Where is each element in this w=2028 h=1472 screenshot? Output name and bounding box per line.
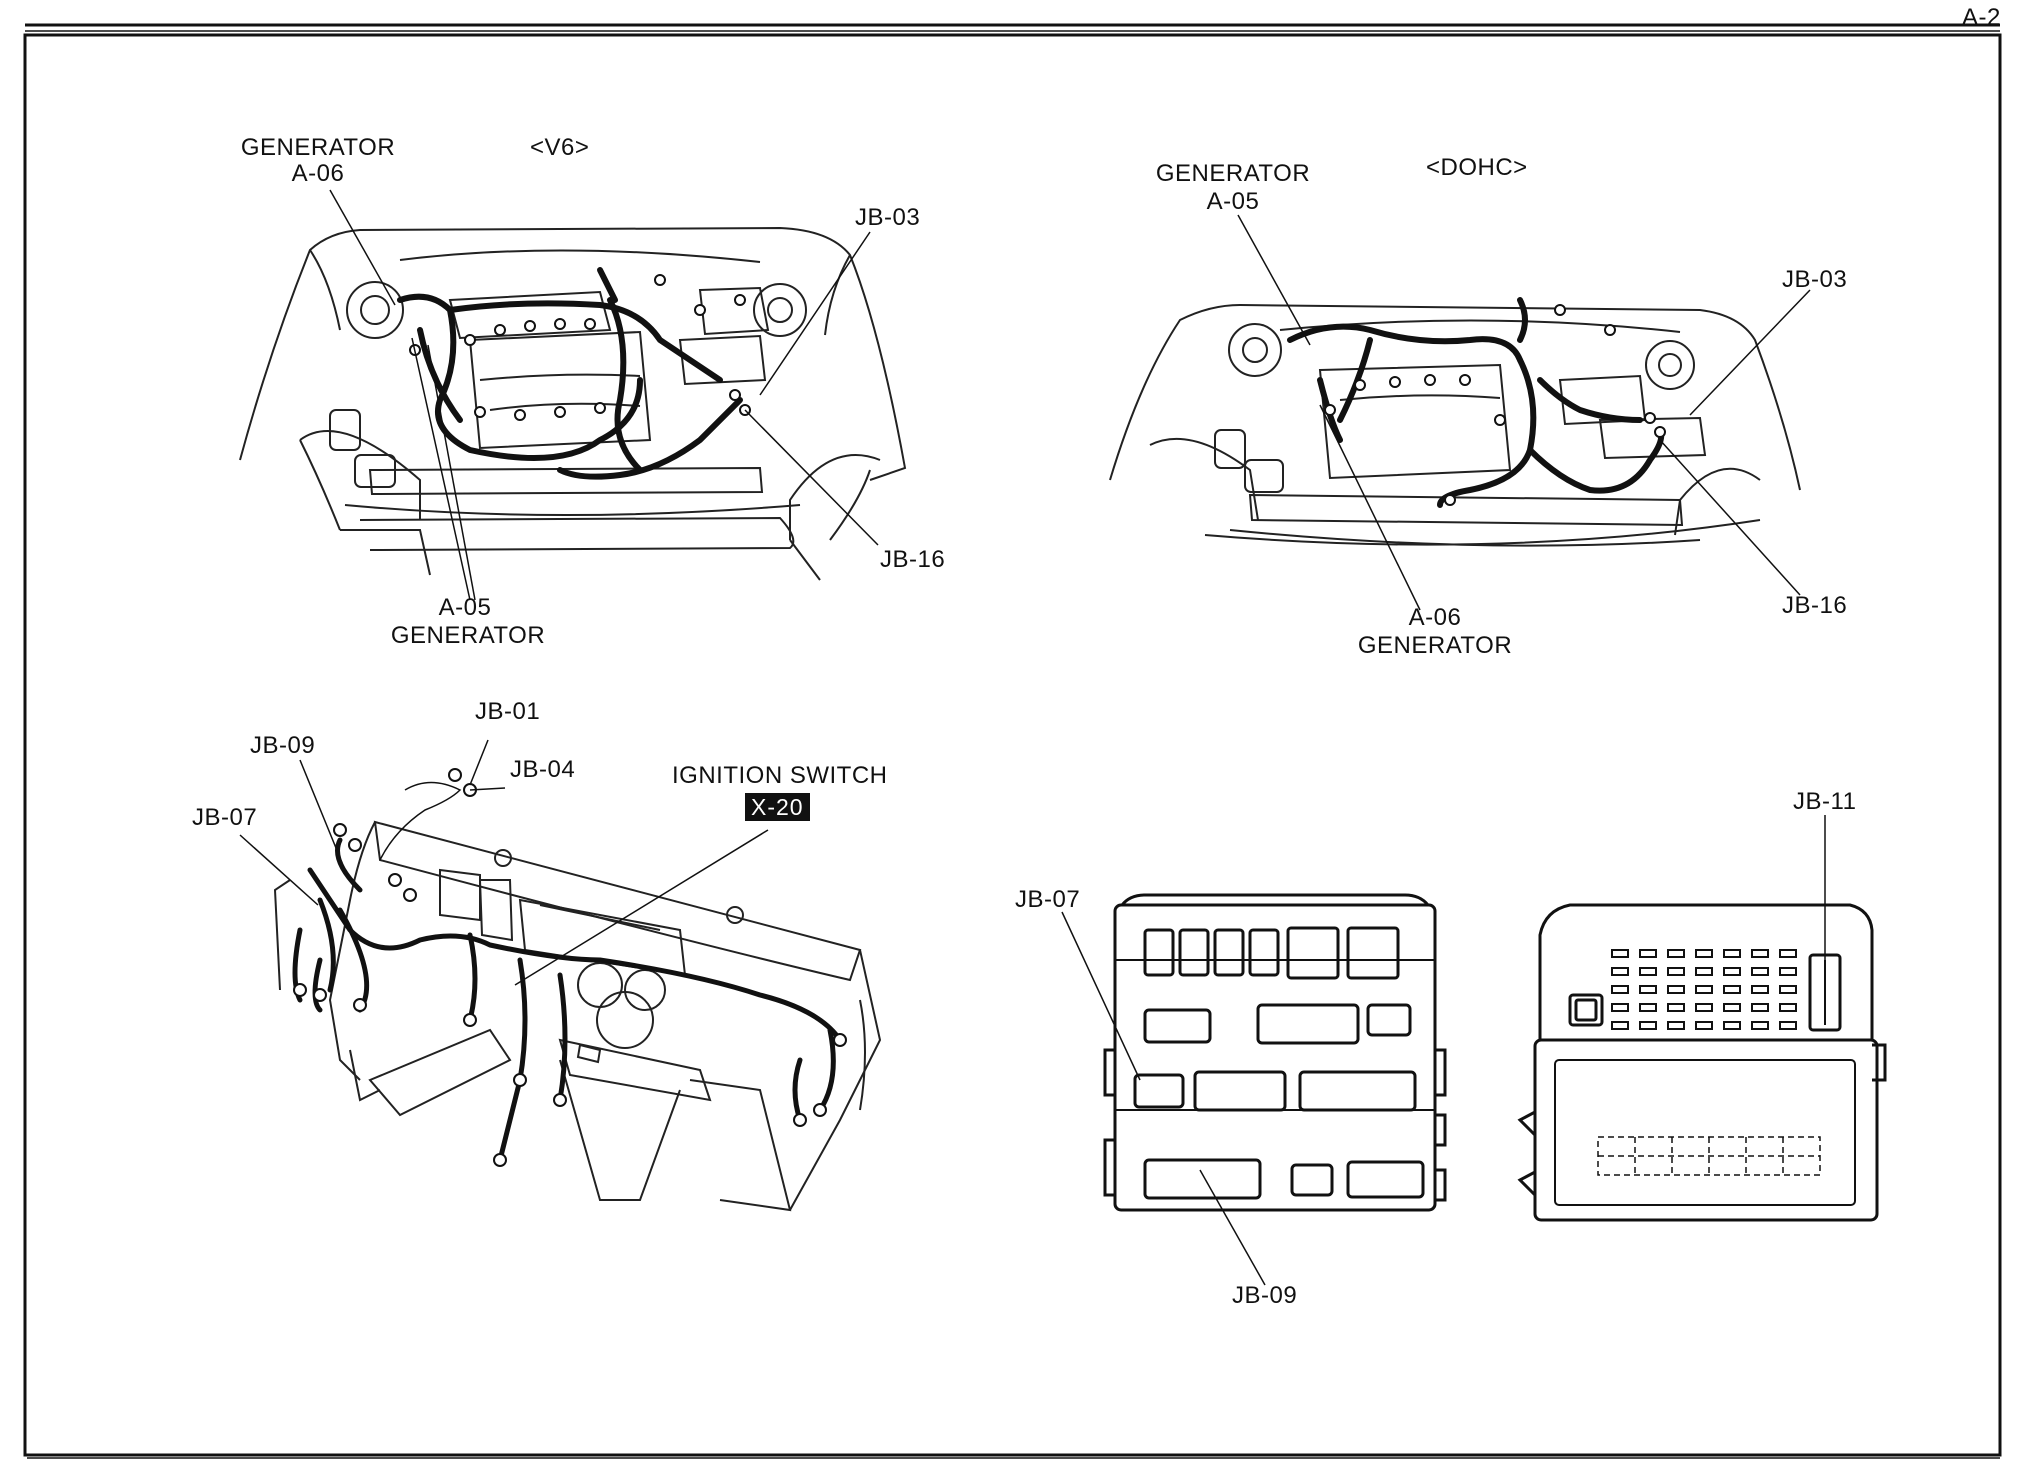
box-a-jb07-label: JB-07 <box>1015 886 1081 913</box>
junction-box-a-illustration <box>1103 893 1447 1212</box>
dash-jb01-label: JB-01 <box>475 698 541 725</box>
v6-engine-bay-illustration <box>239 226 907 581</box>
box-a-jb09-label: JB-09 <box>1232 1282 1298 1309</box>
v6-generator-a05-title: GENERATOR <box>390 622 546 649</box>
dohc-generator-a05-code: A-05 <box>1206 188 1260 215</box>
dohc-variant-label: <DOHC> <box>1426 154 1528 181</box>
ignition-switch-label: IGNITION SWITCH <box>672 762 888 789</box>
dash-jb04-label: JB-04 <box>510 756 576 783</box>
junction-box-b-illustration <box>1517 903 1887 1222</box>
v6-variant-label: <V6> <box>530 134 590 161</box>
dohc-engine-bay-illustration <box>1109 303 1801 547</box>
v6-generator-a06-title: GENERATOR <box>240 134 396 161</box>
ignition-switch-code: X-20 <box>745 793 810 821</box>
v6-generator-a05-code: A-05 <box>438 594 492 621</box>
dohc-jb16-label: JB-16 <box>1782 592 1848 619</box>
v6-connectors <box>409 274 751 421</box>
v6-jb16-label: JB-16 <box>880 546 946 573</box>
v6-generator-a06-code: A-06 <box>291 160 345 187</box>
v6-jb03-label: JB-03 <box>855 204 921 231</box>
dohc-connectors <box>1324 304 1666 506</box>
page-frame <box>23 23 2002 1459</box>
junction-box-b-fuse-slots <box>1611 949 1797 1030</box>
dohc-leader-lines <box>1237 214 1811 611</box>
dohc-jb03-label: JB-03 <box>1782 266 1848 293</box>
dohc-generator-a06-title: GENERATOR <box>1357 632 1513 659</box>
junction-box-b-dashed-panel <box>1597 1136 1821 1176</box>
dash-jb07-label: JB-07 <box>192 804 258 831</box>
junction-box-a-leader-lines <box>1061 911 1266 1286</box>
dashboard-connectors <box>293 768 847 1167</box>
box-b-jb11-label: JB-11 <box>1793 788 1857 815</box>
dashboard-wire-harness <box>292 837 843 1163</box>
dohc-generator-a06-code: A-06 <box>1408 604 1462 631</box>
v6-wire-harness <box>397 267 743 480</box>
page-id: A-2 <box>1962 4 2001 31</box>
dashboard-leader-lines <box>239 739 769 986</box>
dashboard-illustration <box>273 820 882 1212</box>
dash-jb09-label: JB-09 <box>250 732 316 759</box>
v6-leader-lines <box>329 189 879 601</box>
dohc-generator-a05-title: GENERATOR <box>1155 160 1311 187</box>
